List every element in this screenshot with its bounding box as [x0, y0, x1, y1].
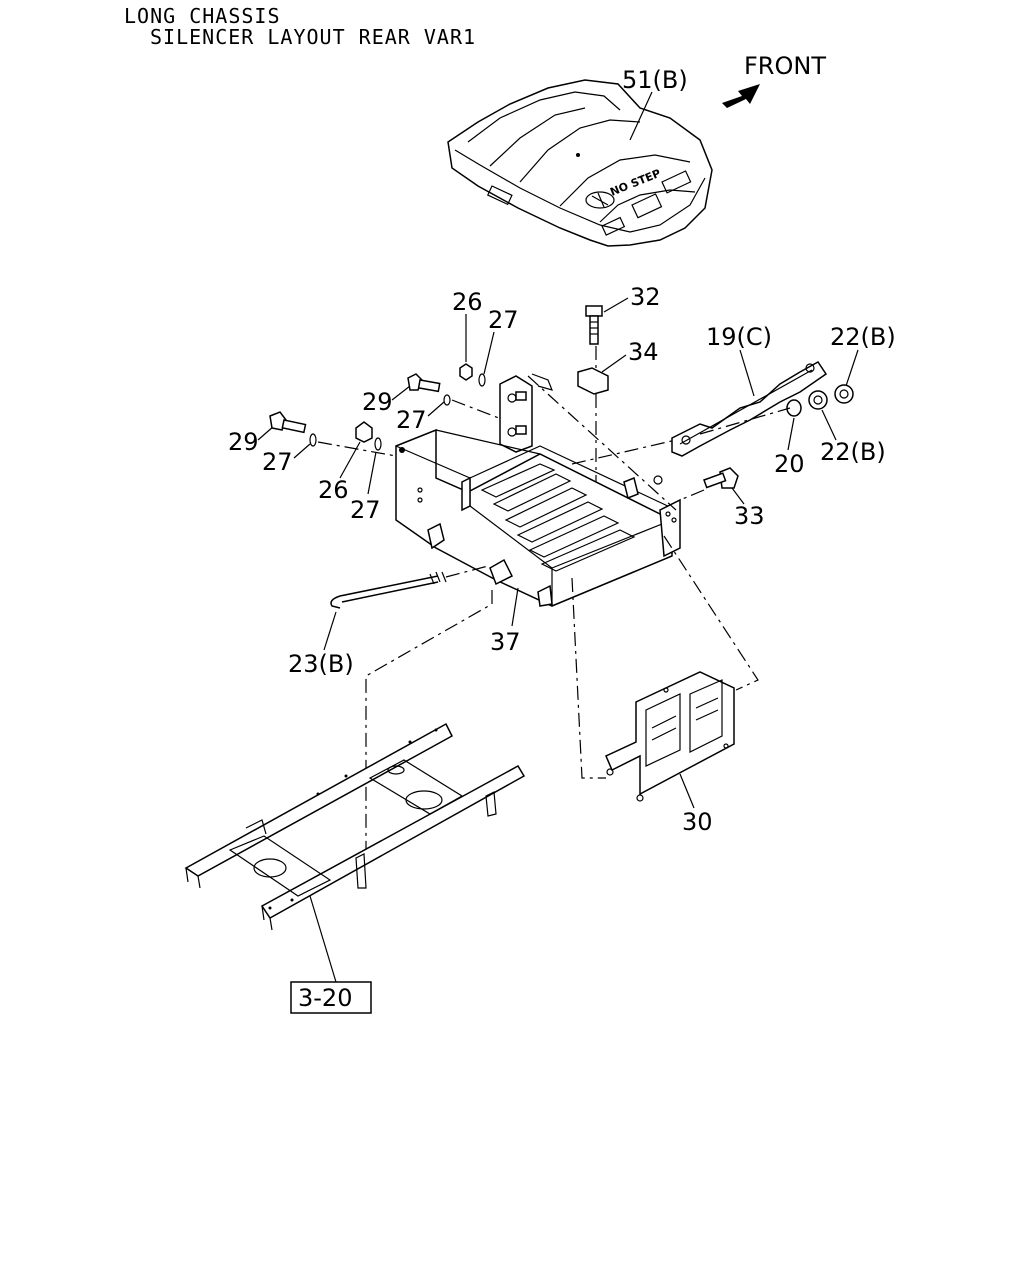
front-arrow-icon	[722, 84, 760, 108]
rod-23b	[330, 571, 447, 609]
washer-27-lower	[374, 437, 382, 451]
leader-34	[601, 354, 627, 373]
mounting-bracket	[499, 373, 554, 453]
washer-27-left	[309, 433, 317, 447]
diagram-subtitle: SILENCER LAYOUT REAR VAR1	[150, 25, 477, 49]
reference-label: 3-20	[298, 984, 352, 1012]
callout-29-lower: 29	[228, 428, 259, 456]
diagram-title: LONG CHASSIS	[124, 4, 281, 28]
callout-26-upper: 26	[452, 288, 483, 316]
nut-22b-upper	[834, 384, 854, 404]
bracket-34	[577, 367, 609, 395]
callout-22b-upper: 22(B)	[830, 323, 896, 351]
callout-51: 51(B)	[622, 66, 688, 94]
nut-26-lower	[355, 421, 373, 443]
callout-27-upper: 27	[488, 306, 519, 334]
nut-22b-lower	[808, 390, 828, 410]
callout-20: 20	[774, 450, 805, 478]
callout-29-upper: 29	[362, 388, 393, 416]
washer-27-mid	[443, 394, 451, 406]
callout-33: 33	[734, 502, 765, 530]
callout-37: 37	[490, 628, 521, 656]
callout-34: 34	[628, 338, 659, 366]
heat-shield-19c	[671, 361, 828, 457]
callout-22b-lower: 22(B)	[820, 438, 886, 466]
callout-19c: 19(C)	[706, 323, 772, 351]
bolt-29-lower	[269, 411, 307, 434]
washer-20	[786, 399, 802, 417]
bolt-29-upper	[407, 373, 441, 393]
callout-26-lower: 26	[318, 476, 349, 504]
callout-27-mid: 27	[396, 406, 427, 434]
leader-32	[603, 297, 629, 313]
callout-27-left: 27	[262, 448, 293, 476]
callout-27-lower: 27	[350, 496, 381, 524]
mounting-plate-30	[605, 671, 735, 802]
washer-27-upper	[478, 373, 486, 387]
reference-box	[290, 981, 372, 1014]
callout-23b: 23(B)	[288, 650, 354, 678]
bolt-32	[585, 305, 603, 345]
leader-51	[629, 91, 653, 141]
callout-30: 30	[682, 808, 713, 836]
silencer-carrier-frame	[395, 428, 681, 607]
nut-26-upper	[459, 363, 473, 381]
callout-32: 32	[630, 283, 661, 311]
bolt-33	[703, 467, 739, 489]
silencer-cover: NO STEP	[447, 79, 713, 247]
front-label: FRONT	[744, 52, 826, 80]
chassis-frame	[184, 722, 526, 931]
